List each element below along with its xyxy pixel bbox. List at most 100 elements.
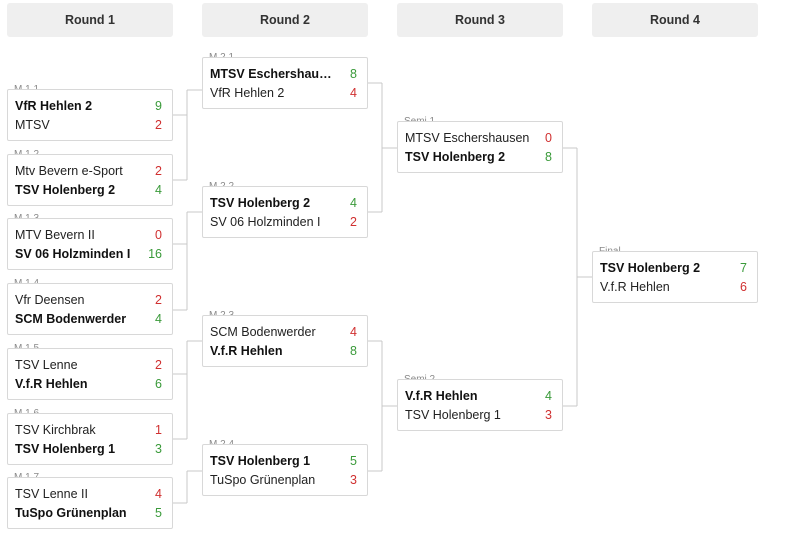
team-score: 2 <box>155 163 162 178</box>
team-name: TSV Lenne II <box>15 486 88 501</box>
round-header-2: Round 2 <box>202 3 368 37</box>
team-score: 2 <box>155 292 162 307</box>
match-m2-2[interactable]: TSV Holenberg 2 4 SV 06 Holzminden I 2 <box>202 186 368 238</box>
team-row[interactable]: VfR Hehlen 2 4 <box>203 83 367 102</box>
match-semi-1[interactable]: MTSV Eschershausen 0 TSV Holenberg 2 8 <box>397 121 563 173</box>
match-m1-3[interactable]: MTV Bevern II 0 SV 06 Holzminden I 16 <box>7 218 173 270</box>
team-score: 2 <box>155 357 162 372</box>
team-score: 0 <box>155 227 162 242</box>
team-score: 4 <box>545 388 552 403</box>
team-row[interactable]: MTSV Eschershausen 8 <box>203 64 367 83</box>
team-row[interactable]: MTSV 2 <box>8 115 172 134</box>
team-row[interactable]: TSV Holenberg 2 4 <box>8 180 172 199</box>
team-score: 4 <box>155 311 162 326</box>
team-name: TuSpo Grünenplan <box>210 472 316 487</box>
team-score: 9 <box>155 98 162 113</box>
match-m2-1[interactable]: MTSV Eschershausen 8 VfR Hehlen 2 4 <box>202 57 368 109</box>
team-name: SV 06 Holzminden I <box>210 214 321 229</box>
team-row[interactable]: TSV Lenne 2 <box>8 355 172 374</box>
team-row[interactable]: TSV Holenberg 1 5 <box>203 451 367 470</box>
match-m1-2[interactable]: Mtv Bevern e-Sport 2 TSV Holenberg 2 4 <box>7 154 173 206</box>
team-score: 1 <box>155 422 162 437</box>
team-row[interactable]: TSV Holenberg 1 3 <box>8 439 172 458</box>
team-score: 4 <box>350 324 357 339</box>
team-score: 7 <box>740 260 747 275</box>
team-score: 3 <box>545 407 552 422</box>
team-row[interactable]: Mtv Bevern e-Sport 2 <box>8 161 172 180</box>
team-row[interactable]: TSV Holenberg 2 4 <box>203 193 367 212</box>
team-name: MTSV <box>15 117 50 132</box>
team-name: V.f.R Hehlen <box>15 376 88 391</box>
team-row[interactable]: SCM Bodenwerder 4 <box>8 309 172 328</box>
team-score: 6 <box>155 376 162 391</box>
team-name: MTSV Eschershausen <box>405 130 530 145</box>
match-m1-1[interactable]: VfR Hehlen 2 9 MTSV 2 <box>7 89 173 141</box>
team-score: 6 <box>740 279 747 294</box>
team-row[interactable]: V.f.R Hehlen 8 <box>203 341 367 360</box>
match-m2-3[interactable]: SCM Bodenwerder 4 V.f.R Hehlen 8 <box>202 315 368 367</box>
team-name: MTSV Eschershausen <box>210 66 338 81</box>
team-name: TSV Holenberg 1 <box>405 407 501 422</box>
team-score: 5 <box>155 505 162 520</box>
team-row[interactable]: TuSpo Grünenplan 5 <box>8 503 172 522</box>
match-m2-4[interactable]: TSV Holenberg 1 5 TuSpo Grünenplan 3 <box>202 444 368 496</box>
match-m1-5[interactable]: TSV Lenne 2 V.f.R Hehlen 6 <box>7 348 173 400</box>
team-row[interactable]: TSV Kirchbrak 1 <box>8 420 172 439</box>
team-name: V.f.R Hehlen <box>405 388 478 403</box>
team-row[interactable]: MTSV Eschershausen 0 <box>398 128 562 147</box>
match-m1-4[interactable]: Vfr Deensen 2 SCM Bodenwerder 4 <box>7 283 173 335</box>
round-header-1: Round 1 <box>7 3 173 37</box>
team-score: 2 <box>350 214 357 229</box>
team-row[interactable]: V.f.R Hehlen 4 <box>398 386 562 405</box>
team-row[interactable]: TSV Lenne II 4 <box>8 484 172 503</box>
team-name: TSV Holenberg 2 <box>15 182 116 197</box>
team-name: VfR Hehlen 2 <box>15 98 93 113</box>
match-final[interactable]: TSV Holenberg 2 7 V.f.R Hehlen 6 <box>592 251 758 303</box>
team-score: 8 <box>545 149 552 164</box>
team-score: 0 <box>545 130 552 145</box>
team-name: SCM Bodenwerder <box>15 311 127 326</box>
match-m1-6[interactable]: TSV Kirchbrak 1 TSV Holenberg 1 3 <box>7 413 173 465</box>
team-name: TSV Holenberg 1 <box>15 441 116 456</box>
team-name: TSV Lenne <box>15 357 78 372</box>
round-header-4: Round 4 <box>592 3 758 37</box>
team-name: V.f.R Hehlen <box>600 279 670 294</box>
team-score: 2 <box>155 117 162 132</box>
team-name: VfR Hehlen 2 <box>210 85 285 100</box>
team-row[interactable]: TSV Holenberg 1 3 <box>398 405 562 424</box>
team-score: 4 <box>350 85 357 100</box>
round-header-3: Round 3 <box>397 3 563 37</box>
team-row[interactable]: SV 06 Holzminden I 16 <box>8 244 172 263</box>
team-row[interactable]: TSV Holenberg 2 7 <box>593 258 757 277</box>
team-score: 4 <box>155 182 162 197</box>
team-name: TSV Holenberg 2 <box>405 149 506 164</box>
team-score: 3 <box>155 441 162 456</box>
team-row[interactable]: V.f.R Hehlen 6 <box>593 277 757 296</box>
team-name: TSV Holenberg 2 <box>600 260 701 275</box>
team-row[interactable]: TSV Holenberg 2 8 <box>398 147 562 166</box>
team-score: 3 <box>350 472 357 487</box>
team-score: 4 <box>350 195 357 210</box>
team-name: SV 06 Holzminden I <box>15 246 131 261</box>
team-row[interactable]: V.f.R Hehlen 6 <box>8 374 172 393</box>
team-name: TSV Kirchbrak <box>15 422 96 437</box>
team-row[interactable]: Vfr Deensen 2 <box>8 290 172 309</box>
team-row[interactable]: MTV Bevern II 0 <box>8 225 172 244</box>
match-m1-7[interactable]: TSV Lenne II 4 TuSpo Grünenplan 5 <box>7 477 173 529</box>
team-score: 8 <box>350 343 357 358</box>
team-name: TSV Holenberg 1 <box>210 453 311 468</box>
team-score: 8 <box>350 66 357 81</box>
team-name: TuSpo Grünenplan <box>15 505 127 520</box>
team-name: V.f.R Hehlen <box>210 343 283 358</box>
team-name: Vfr Deensen <box>15 292 85 307</box>
team-row[interactable]: VfR Hehlen 2 9 <box>8 96 172 115</box>
team-name: MTV Bevern II <box>15 227 95 242</box>
team-row[interactable]: SV 06 Holzminden I 2 <box>203 212 367 231</box>
team-name: SCM Bodenwerder <box>210 324 316 339</box>
team-row[interactable]: TuSpo Grünenplan 3 <box>203 470 367 489</box>
team-row[interactable]: SCM Bodenwerder 4 <box>203 322 367 341</box>
team-score: 4 <box>155 486 162 501</box>
team-score: 5 <box>350 453 357 468</box>
match-semi-2[interactable]: V.f.R Hehlen 4 TSV Holenberg 1 3 <box>397 379 563 431</box>
